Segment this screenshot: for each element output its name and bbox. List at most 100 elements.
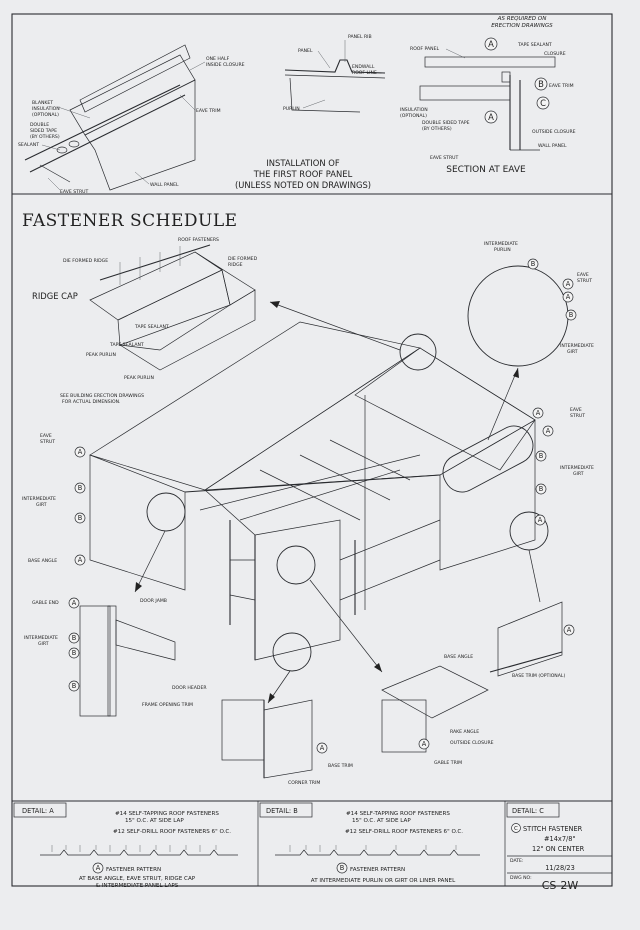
detail-b-line1-1: #14 SELF-TAPPING ROOF FASTENERS <box>346 811 450 817</box>
label-gable-end: GABLE END <box>32 600 59 606</box>
date-label: DATE: <box>510 858 524 864</box>
sheet-border <box>11 13 613 887</box>
label-die-formed-ridge-right-2: RIDGE <box>228 262 243 268</box>
ridge-cap-labels: RIDGE CAP ROOF FASTENERS DIE FORMED RIDG… <box>32 237 258 405</box>
label-intermediate-girt-door-2: GIRT <box>38 641 49 647</box>
label-eave-strut-left-2: STRUT <box>40 439 55 445</box>
detail-a-header: DETAIL: A <box>22 807 54 815</box>
detail-c-line1: STITCH FASTENER <box>523 825 583 833</box>
label-die-formed-ridge-right-1: DIE FORMED <box>228 256 258 262</box>
label-eave-trim-section: EAVE TRIM <box>549 83 574 89</box>
label-wall-panel-section: WALL PANEL <box>538 143 567 149</box>
label-one-half-closure-1: ONE HALF <box>206 56 230 62</box>
bubble-girt-right-1: B <box>539 452 544 460</box>
bubble-eave-mid-2: A <box>546 427 551 435</box>
label-sealant: SEALANT <box>18 142 39 148</box>
bubble-eave-left: A <box>78 448 83 456</box>
label-eave-strut-top-1: EAVE <box>577 272 589 278</box>
bubble-gable: A <box>72 599 77 607</box>
building-isometric <box>89 321 536 661</box>
detail-b-bubble: B <box>340 864 345 872</box>
label-blanket-3: (OPTIONAL) <box>32 112 59 118</box>
detail-b-line1-2: 15" O.C. AT SIDE LAP <box>352 818 411 824</box>
label-wall-panel: WALL PANEL <box>150 182 179 188</box>
endwall-left <box>89 454 186 591</box>
label-corner-trim: CORNER TRIM <box>288 780 320 786</box>
roof-right-slope <box>354 347 536 471</box>
bubble-b-text: B <box>538 79 544 89</box>
label-eave-strut-section: EAVE STRUT <box>430 155 459 161</box>
label-door-header: DOOR HEADER <box>172 685 207 691</box>
bubble-eave-top-2: A <box>566 293 571 301</box>
bubble-eave-mid-1: A <box>536 409 541 417</box>
label-double-tape-3: (BY OTHERS) <box>30 134 60 140</box>
label-gable-trim: GABLE TRIM <box>434 760 462 766</box>
detail-a-desc-1: AT BASE ANGLE, EAVE STRUT, RIDGE CAP <box>79 876 196 882</box>
detail-a: DETAIL: A #14 SELF-TAPPING ROOF FASTENER… <box>13 802 238 889</box>
label-peak-purlin-2: PEAK PURLIN <box>124 375 154 381</box>
label-die-formed-ridge-left: DIE FORMED RIDGE <box>63 258 108 264</box>
label-closure: CLOSURE <box>544 51 566 57</box>
label-eave-strut-mid-1: EAVE <box>570 407 582 413</box>
label-intermediate-girt-left-1: INTERMEDIATE <box>22 496 56 502</box>
label-panel: PANEL <box>298 48 313 54</box>
detail-c-line3: 12" ON CENTER <box>532 845 585 853</box>
label-rake-angle: RAKE ANGLE <box>450 729 479 735</box>
bubble-door-girt-1: B <box>72 634 77 642</box>
bubble-a-1 <box>484 37 498 51</box>
label-intermediate-purlin-1: INTERMEDIATE <box>484 241 518 247</box>
label-base-trim: BASE TRIM <box>328 763 353 769</box>
label-endwall-2: ROOF LINE <box>352 70 377 76</box>
detail-circles <box>134 265 569 704</box>
label-double-tape-2: SIDED TAPE <box>30 128 57 134</box>
detail-c-line2: #14x7/8" <box>544 835 575 843</box>
label-tape-sealant: TAPE SEALANT <box>517 42 552 48</box>
label-base-trim-optional: BASE TRIM (OPTIONAL) <box>512 673 565 679</box>
sidewall-front <box>254 519 341 661</box>
bubble-right-wall: A <box>538 516 543 524</box>
label-blanket-2: INSULATION <box>32 106 60 112</box>
label-roof-fasteners: ROOF FASTENERS <box>178 237 219 243</box>
detail-b-line2: #12 SELF-DRILL ROOF FASTENERS 6" O.C. <box>345 829 463 835</box>
label-eave-strut-top-2: STRUT <box>577 278 592 284</box>
bubble-base-right: A <box>567 626 572 634</box>
bubble-rake: A <box>422 740 427 748</box>
label-double-tape-1: DOUBLE <box>30 122 49 128</box>
label-intermediate-purlin-2: PURLIN <box>494 247 511 253</box>
label-intermediate-girt-right-1: INTERMEDIATE <box>560 465 594 471</box>
label-outside-closure: OUTSIDE CLOSURE <box>450 740 494 746</box>
installation-caption-2: THE FIRST ROOF PANEL <box>253 169 353 179</box>
label-intermediate-girt-door-1: INTERMEDIATE <box>24 635 58 641</box>
bubble-door-girt-2: B <box>72 649 77 657</box>
label-double-tape-section-1: DOUBLE SIDED TAPE <box>422 120 470 126</box>
label-base-angle-right: BASE ANGLE <box>444 654 473 660</box>
label-intermediate-girt-left-2: GIRT <box>36 502 47 508</box>
detail-b: DETAIL: B #14 SELF-TAPPING ROOF FASTENER… <box>259 802 480 884</box>
label-tape-sealant-ridge-1: TAPE SEALANT <box>134 324 169 330</box>
detail-c-bubble: C <box>514 826 518 832</box>
callout-labels: INTERMEDIATE PURLIN EAVE STRUT INTERMEDI… <box>22 241 594 786</box>
bubble-girt-right-2: B <box>539 485 544 493</box>
label-eave-strut-mid-2: STRUT <box>570 413 585 419</box>
bubble-a-1-text: A <box>488 39 494 49</box>
label-double-tape-section-2: (BY OTHERS) <box>422 126 452 132</box>
label-eave-strut: EAVE STRUT <box>60 189 89 195</box>
bubble-girt-left-1: B <box>78 484 83 492</box>
sub-details <box>79 601 563 779</box>
bubble-base-left: A <box>78 556 83 564</box>
ridge-note-2: FOR ACTUAL DIMENSION. <box>62 399 121 405</box>
bubble-girt-left-2: B <box>78 514 83 522</box>
label-blanket-1: BLANKET <box>32 100 53 106</box>
label-as-required-1: AS REQUIRED ON <box>497 16 548 22</box>
bubble-purlin: B <box>531 260 536 268</box>
label-outside-closure-section: OUTSIDE CLOSURE <box>532 129 576 135</box>
detail-a-bubble: A <box>96 864 101 872</box>
label-door-jamb: DOOR JAMB <box>140 598 167 604</box>
label-insulation-2: (OPTIONAL) <box>400 113 427 119</box>
bubble-door-girt-3: B <box>72 682 77 690</box>
section-at-eave: AS REQUIRED ON ERECTION DRAWINGS A B C A… <box>400 16 576 175</box>
detail-a-line1-1: #14 SELF-TAPPING ROOF FASTENERS <box>115 811 219 817</box>
label-intermediate-girt-top-1: INTERMEDIATE <box>560 343 594 349</box>
detail-a-line2: #12 SELF-DRILL ROOF FASTENERS 6" O.C. <box>113 829 231 835</box>
